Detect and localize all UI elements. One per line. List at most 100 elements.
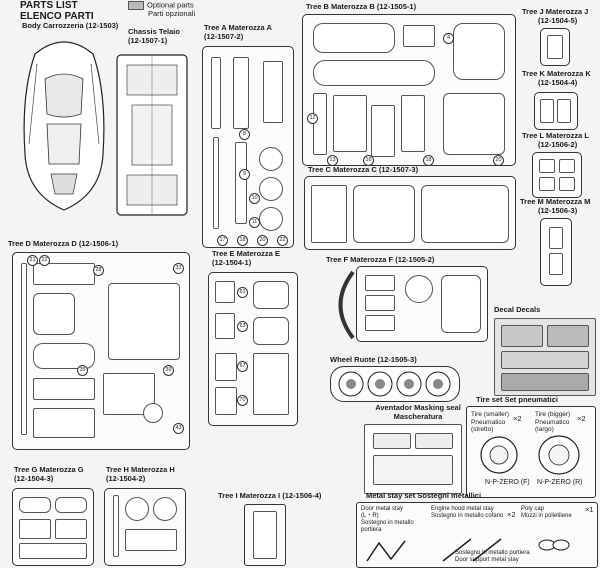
tree-m-label: Tree M Materozza M (12-1506-3) [520,197,590,215]
tree-h-name: Tree H Materozza H [106,465,175,474]
optional-swatch [128,1,144,10]
tire-big-code: N-P-ZERO (R) [537,479,583,486]
tree-c-label: Tree C Materozza C (12-1507-3) [308,165,419,175]
masking-seal-sheet [364,424,462,494]
tree-k-name: Tree K Materozza K [522,69,591,78]
door-support-line1: Sostegno in metallo portiera [455,550,530,556]
tree-m-part [549,253,563,275]
tree-k-frame [534,92,578,130]
part-number: 20 [257,235,268,246]
tree-i-frame [244,504,286,566]
tree-e-part [215,353,237,381]
chassis-drawing [116,54,188,216]
part-number: 11 [249,217,260,228]
part-number: 39 [163,365,174,376]
part-number: 61 [237,287,248,298]
tree-g-label: Tree G Materozza G (12-1504-3) [14,465,84,483]
door-support-line2: Door support metal stay [455,557,519,563]
tree-b-label: Tree B Materozza B (12-1505-1) [306,2,417,12]
door-stay-line4: portiera [361,527,382,533]
body-name: Body Carrozzeria [22,21,84,30]
tire-small-qty: ×2 [513,414,522,423]
tree-d-part [33,343,95,369]
part-number: 70 [237,395,248,406]
tree-d-name: Tree D Materozza D [8,239,77,248]
chassis-label: Chassis Telaio (12-1507-1) [128,27,180,45]
part-number: 18 [423,155,434,166]
tire-small-label: Tire (smaller) Pneumatico (stretto) [471,411,509,434]
tree-f-part [365,295,395,311]
tire-small-line3: (stretto) [471,426,494,433]
hood-stay-qty: ×2 [507,510,516,519]
tire-big-label: Tire (bigger) Pneumatico (largo) [535,411,570,434]
tree-l-name: Tree L Materozza L [522,131,589,140]
tree-d-part [21,263,27,435]
tire-frame: Tire (smaller) Pneumatico (stretto) ×2 T… [466,406,596,498]
tree-k-part [557,99,571,123]
decal-name: Decal Decals [494,305,541,314]
tree-b-code: (12-1505-1) [376,2,417,11]
tree-c-part [353,185,415,243]
tree-g-part [19,497,51,513]
part-number: 16 [363,155,374,166]
tree-e-part [253,353,289,415]
tree-g-part [55,497,87,513]
tree-l-label: Tree L Materozza L (12-1506-2) [522,131,589,149]
tree-a-part [233,57,249,129]
tree-a-part [211,57,221,129]
tree-b-name: Tree B Materozza B [306,2,375,11]
tree-j-frame [540,28,570,66]
tree-a-name: Tree A Materozza A [204,23,272,32]
part-number: 35 [77,365,88,376]
tree-h-code: (12-1504-2) [106,473,146,483]
tree-j-label: Tree J Materozza J (12-1504-5) [522,7,588,25]
optional-parts-legend: Optional parts Parti opzionali [128,1,195,19]
part-number: 22 [277,235,288,246]
part-number: 18 [237,235,248,246]
decal-item [501,351,589,369]
tree-k-part [540,99,554,123]
tree-g-part [19,519,51,539]
part-number: 31 [173,263,184,274]
tree-d-part [143,403,163,423]
tree-c-code: (12-1507-3) [378,165,419,174]
tree-l-part [559,159,575,173]
car-body-drawing [23,41,105,211]
mask-piece [415,433,453,449]
part-number: 22 [39,255,50,266]
part-number: 28 [93,265,104,276]
tree-d-label: Tree D Materozza D (12-1506-1) [8,239,118,249]
tree-a-label: Tree A Materozza A (12-1507-2) [204,23,272,41]
tree-m-code: (12-1506-3) [538,205,578,215]
wheel-code: (12-1505-3) [377,355,417,364]
tree-a-part [263,61,283,123]
tree-a-code: (12-1507-2) [204,31,244,41]
tree-h-frame [104,488,186,566]
metal-title: Metal stay set Sostegni metallici [366,491,482,500]
tire-small-line1: Tire (smaller) [471,411,510,418]
tree-b-part [313,23,395,53]
chassis-code: (12-1507-1) [128,35,168,45]
tree-d-frame: 21 22 28 31 35 39 43 [12,252,190,450]
tree-b-frame: 4 12 13 16 18 20 [302,14,516,166]
tree-h-part [125,529,177,551]
part-number: 63 [237,321,248,332]
tire-small-code: N-P-ZERO (F) [485,479,530,486]
wheel-name: Wheel Ruote [330,355,376,364]
tree-f-frame [356,266,488,342]
hood-stay-line2: Sostegno in metallo cofano [431,513,504,519]
tree-g-code: (12-1504-3) [14,473,54,483]
tire-big-line3: (largo) [535,426,554,433]
decal-sheet [494,318,596,396]
metal-frame: Door metal stay (L・R) Sostegno in metall… [356,502,598,568]
tree-l-part [559,177,575,191]
tree-e-part [215,281,235,303]
tree-d-part [33,263,95,285]
mask-line1: Aventador Masking seal [375,403,461,412]
mask-piece [373,433,411,449]
tree-b-part [371,105,395,157]
tree-j-part [547,35,563,59]
tree-d-part [33,378,95,400]
mask-piece [373,455,453,485]
tree-b-part [443,93,505,155]
